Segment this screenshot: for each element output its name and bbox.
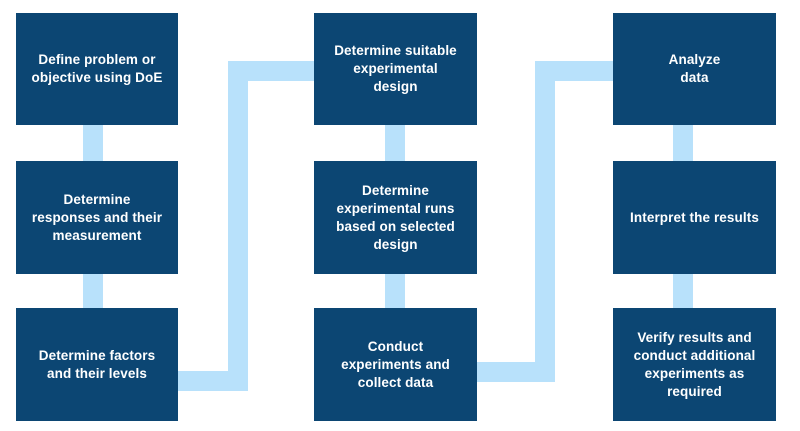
flow-box-determine-runs: Determine experimental runs based on sel… [314, 161, 477, 274]
connector-step8-step9 [673, 274, 693, 308]
connector-step3-step4-riser [228, 61, 248, 391]
flow-box-label: Verify results and conduct additional ex… [633, 329, 756, 399]
flow-box-label: Define problem or objective using DoE [31, 52, 163, 85]
flow-box-label: Analyze data [668, 52, 721, 85]
flow-box-determine-responses: Determine responses and their measuremen… [16, 161, 178, 274]
flow-box-label: Determine suitable experimental design [334, 43, 457, 94]
flow-box-conduct-experiments: Conduct experiments and collect data [314, 308, 477, 421]
flow-box-interpret-results: Interpret the results [613, 161, 776, 274]
connector-step7-step8 [673, 125, 693, 161]
flow-box-label: Determine experimental runs based on sel… [336, 182, 455, 252]
flow-box-label: Interpret the results [630, 209, 759, 225]
connector-step1-step2 [83, 125, 103, 161]
flow-box-analyze-data: Analyze data [613, 13, 776, 125]
connector-step4-step5 [385, 125, 405, 161]
flow-box-define-problem: Define problem or objective using DoE [16, 13, 178, 125]
connector-step5-step6 [385, 274, 405, 308]
flow-box-verify-results: Verify results and conduct additional ex… [613, 308, 776, 421]
connector-step3-step4-horizontal-in [228, 61, 314, 81]
connector-step6-step7-riser [535, 61, 555, 382]
flow-box-label: Determine factors and their levels [38, 347, 156, 381]
connector-step6-step7-horizontal-in [535, 61, 613, 81]
flow-box-label: Determine responses and their measuremen… [31, 191, 163, 243]
flow-box-determine-factors: Determine factors and their levels [16, 308, 178, 421]
connector-step2-step3 [83, 274, 103, 308]
flow-box-label: Conduct experiments and collect data [341, 338, 450, 390]
flow-box-determine-design: Determine suitable experimental design [314, 13, 477, 125]
